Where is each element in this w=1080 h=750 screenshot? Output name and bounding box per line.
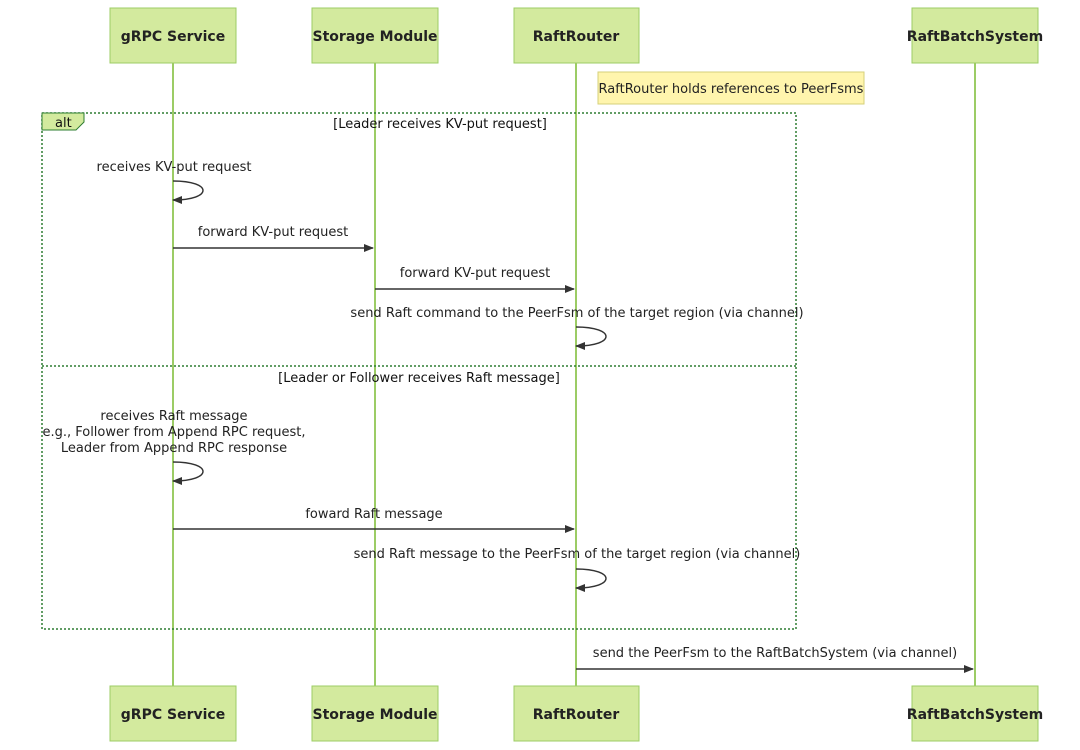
message-label-line-3: Leader from Append RPC response xyxy=(61,441,287,456)
note-text: RaftRouter holds references to PeerFsms xyxy=(599,82,864,97)
actor-grpc-top: gRPC Service xyxy=(109,7,237,64)
message-label: foward Raft message xyxy=(305,507,442,522)
actor-storage-bottom: Storage Module xyxy=(311,685,439,742)
actor-label: Storage Module xyxy=(313,707,438,723)
message-2: forward KV-put request xyxy=(173,225,374,252)
actor-storage-top: Storage Module xyxy=(311,7,439,64)
note: RaftRouter holds references to PeerFsms xyxy=(597,71,865,105)
message-1: receives KV-put request xyxy=(97,160,252,204)
actor-label: Storage Module xyxy=(313,29,438,45)
actor-router-top: RaftRouter xyxy=(513,7,640,64)
self-arrow xyxy=(575,326,607,350)
message-4: send Raft command to the PeerFsm of the … xyxy=(350,306,804,350)
message-6: foward Raft message xyxy=(173,507,575,533)
alt-branch-2-condition: [Leader or Follower receives Raft messag… xyxy=(278,371,560,386)
actor-label: RaftRouter xyxy=(533,707,620,723)
self-arrow xyxy=(172,461,204,485)
alt-branch-1-condition: [Leader receives KV-put request] xyxy=(333,117,547,132)
message-3: forward KV-put request xyxy=(375,266,575,293)
message-label: forward KV-put request xyxy=(198,225,348,240)
actor-batch-bottom: RaftBatchSystem xyxy=(907,685,1043,742)
alt-keyword: alt xyxy=(55,116,72,131)
actor-label: RaftBatchSystem xyxy=(907,707,1043,723)
message-7: send Raft message to the PeerFsm of the … xyxy=(354,547,801,592)
message-label-line-1: receives Raft message xyxy=(100,409,247,424)
message-label-line-2: e.g., Follower from Append RPC request, xyxy=(42,425,305,440)
actor-label: gRPC Service xyxy=(121,707,225,723)
alt-frame-tab xyxy=(41,112,85,131)
message-label: send the PeerFsm to the RaftBatchSystem … xyxy=(593,646,957,661)
message-label: forward KV-put request xyxy=(400,266,550,281)
self-arrow xyxy=(172,180,204,204)
actor-label: RaftRouter xyxy=(533,29,620,45)
message-8: send the PeerFsm to the RaftBatchSystem … xyxy=(576,646,974,673)
message-label: send Raft message to the PeerFsm of the … xyxy=(354,547,801,562)
alt-frame-border xyxy=(41,112,797,630)
self-arrow xyxy=(575,568,607,592)
actor-label: gRPC Service xyxy=(121,29,225,45)
alt-frame: alt [Leader receives KV-put request] [Le… xyxy=(41,112,797,630)
actor-grpc-bottom: gRPC Service xyxy=(109,685,237,742)
actor-label: RaftBatchSystem xyxy=(907,29,1043,45)
message-label: receives KV-put request xyxy=(97,160,252,175)
actor-batch-top: RaftBatchSystem xyxy=(907,7,1043,64)
message-label: send Raft command to the PeerFsm of the … xyxy=(350,306,803,321)
message-5: receives Raft message e.g., Follower fro… xyxy=(42,409,306,485)
actor-router-bottom: RaftRouter xyxy=(513,685,640,742)
